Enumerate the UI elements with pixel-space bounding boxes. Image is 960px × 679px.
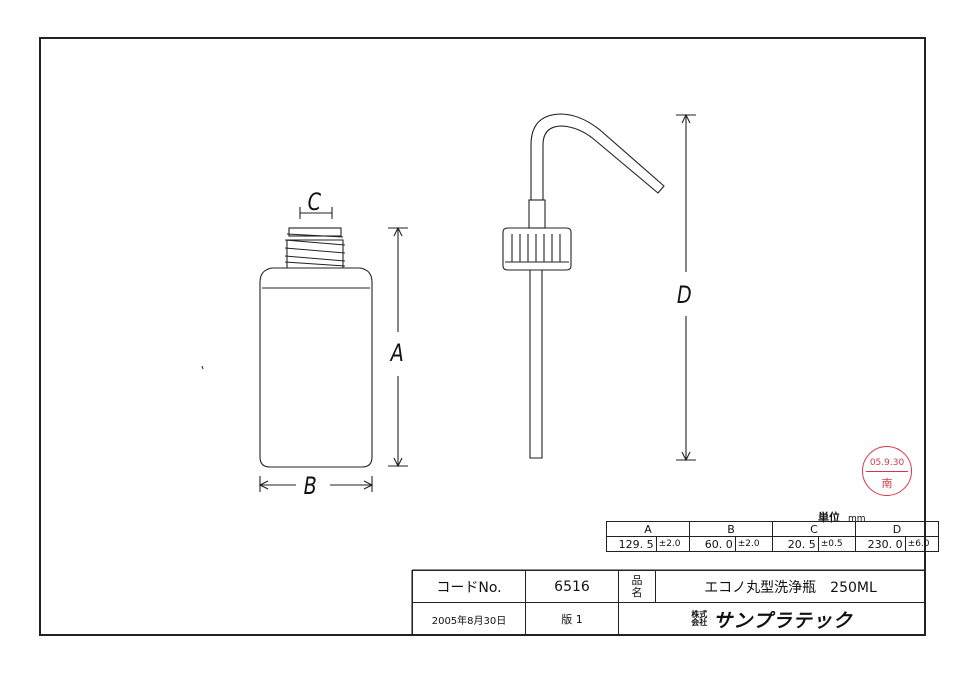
name-label: 品 名 — [618, 570, 656, 603]
spec-tol-a: ±2.0 — [655, 536, 691, 552]
approval-stamp: 05.9.30 南 — [862, 446, 912, 496]
dimension-c — [299, 207, 333, 219]
spec-value-c: 20. 5 — [772, 536, 819, 552]
unit-value: mm — [848, 514, 866, 524]
name-label-bottom: 名 — [631, 585, 643, 599]
drawing-version: 版 1 — [525, 602, 619, 636]
drawing-date: 2005年8月30日 — [412, 602, 526, 636]
product-name: エコノ丸型洗浄瓶 250ML — [655, 570, 926, 603]
company-prefix: 株式 会社 — [691, 611, 707, 627]
spec-value-b: 60. 0 — [689, 536, 736, 552]
unit-caption: 単位 — [818, 511, 840, 524]
company-prefix-top: 株式 — [691, 610, 708, 619]
spec-header-c: C — [772, 521, 856, 537]
dimension-d-label: D — [676, 281, 692, 309]
unit-label: 単位 mm — [818, 509, 866, 525]
company-cell: 株式 会社 サンプラテック — [618, 602, 926, 636]
stamp-divider — [866, 471, 908, 472]
stamp-date: 05.9.30 — [869, 458, 905, 468]
spec-header-a: A — [606, 521, 690, 537]
spec-header-row: A B C D — [606, 521, 939, 537]
code-value: 6516 — [525, 570, 619, 603]
name-label-top: 品 — [631, 573, 643, 587]
cap-nozzle — [502, 113, 665, 459]
dimension-b — [258, 476, 374, 492]
spec-table: A B C D 129. 5 ±2.0 60. 0 ±2.0 20. 5 ±0.… — [606, 521, 940, 552]
spec-header-b: B — [689, 521, 773, 537]
dimension-b-label: B — [303, 472, 317, 500]
dimension-a-label: A — [390, 339, 404, 367]
bottle-body — [259, 227, 373, 468]
spec-tol-d: ±6.0 — [904, 536, 940, 552]
spec-value-d: 230. 0 — [855, 536, 906, 552]
title-block: コードNo. 6516 品 名 エコノ丸型洗浄瓶 250ML 2005年8月30… — [412, 570, 926, 636]
dimension-d — [676, 113, 696, 462]
spec-value-row: 129. 5 ±2.0 60. 0 ±2.0 20. 5 ±0.5 230. 0… — [606, 536, 940, 552]
speck-mark — [201, 365, 204, 370]
spec-value-a: 129. 5 — [606, 536, 657, 552]
company-prefix-bottom: 会社 — [691, 618, 708, 627]
spec-tol-c: ±0.5 — [817, 536, 857, 552]
dimension-c-label: C — [307, 188, 322, 216]
spec-header-d: D — [855, 521, 939, 537]
stamp-name: 南 — [881, 477, 893, 490]
dimension-a — [388, 226, 408, 468]
company-name: サンプラテック — [713, 609, 853, 632]
code-label: コードNo. — [412, 570, 526, 603]
spec-tol-b: ±2.0 — [734, 536, 774, 552]
